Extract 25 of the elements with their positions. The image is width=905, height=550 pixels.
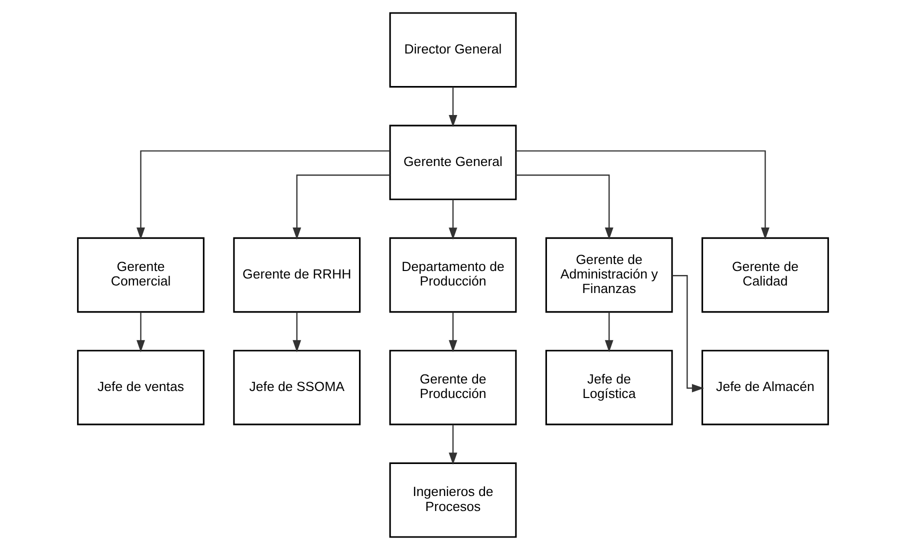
node-box: Director General xyxy=(388,12,516,88)
node-box: Gerente de RRHH xyxy=(232,237,360,313)
node-box: Gerente Comercial xyxy=(76,237,204,313)
node-box: Departamento de Producción xyxy=(388,237,516,313)
arrow xyxy=(292,312,301,352)
arrow xyxy=(136,150,390,240)
arrow xyxy=(516,174,613,240)
node-box: Ingenieros de Procesos xyxy=(388,462,516,538)
arrow xyxy=(516,150,769,240)
arrow xyxy=(136,312,145,352)
node-box: Jefe de SSOMA xyxy=(232,350,360,426)
node-box: Jefe de ventas xyxy=(76,350,204,426)
arrow xyxy=(672,275,704,392)
arrow xyxy=(448,424,457,465)
node-box: Gerente de Administración y Finanzas xyxy=(544,237,672,313)
arrow xyxy=(604,312,613,352)
node-box: Jefe de Almacén xyxy=(701,350,828,426)
arrow xyxy=(448,312,457,352)
node-box: Gerente de Producción xyxy=(388,350,516,426)
node-box: Gerente General xyxy=(388,124,516,200)
node-box: Jefe de Logística xyxy=(544,350,672,426)
node-box: Gerente de Calidad xyxy=(701,237,828,313)
arrow xyxy=(448,87,457,128)
arrow xyxy=(292,174,390,240)
arrow xyxy=(448,200,457,240)
